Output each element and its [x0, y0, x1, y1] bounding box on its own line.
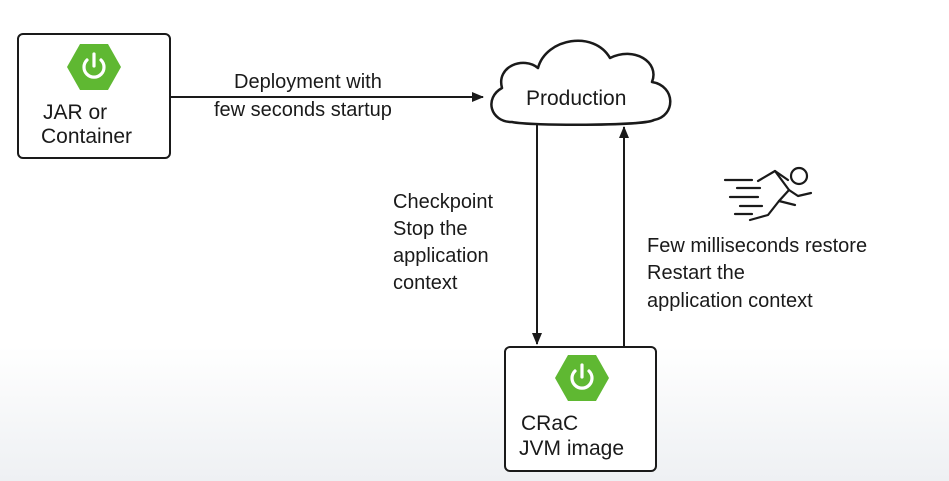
checkpoint-label-line4: context [393, 272, 458, 294]
spring-power-icon [67, 44, 121, 90]
deploy-label-line2: few seconds startup [214, 99, 392, 121]
checkpoint-label-line2: Stop the [393, 218, 468, 240]
checkpoint-label-line1: Checkpoint [393, 191, 494, 213]
production-label: Production [526, 87, 627, 110]
running-person-icon [723, 166, 813, 222]
restore-label-line2: Restart the [647, 262, 745, 284]
deploy-label-line1: Deployment with [234, 71, 382, 93]
spring-power-icon [555, 355, 609, 401]
restore-label-line1: Few milliseconds restore [647, 235, 868, 257]
jar-label-line1: JAR or [43, 101, 108, 124]
jar-label-line2: Container [41, 125, 133, 148]
restore-label-line3: application context [647, 290, 813, 312]
cloud-icon [490, 39, 672, 127]
crac-label-line2: JVM image [519, 437, 625, 460]
jar-container-box: JAR or Container [17, 33, 171, 159]
crac-label-line1: CRaC [521, 412, 579, 435]
checkpoint-label-line3: application [393, 245, 489, 267]
crac-image-box: CRaC JVM image [504, 346, 657, 472]
